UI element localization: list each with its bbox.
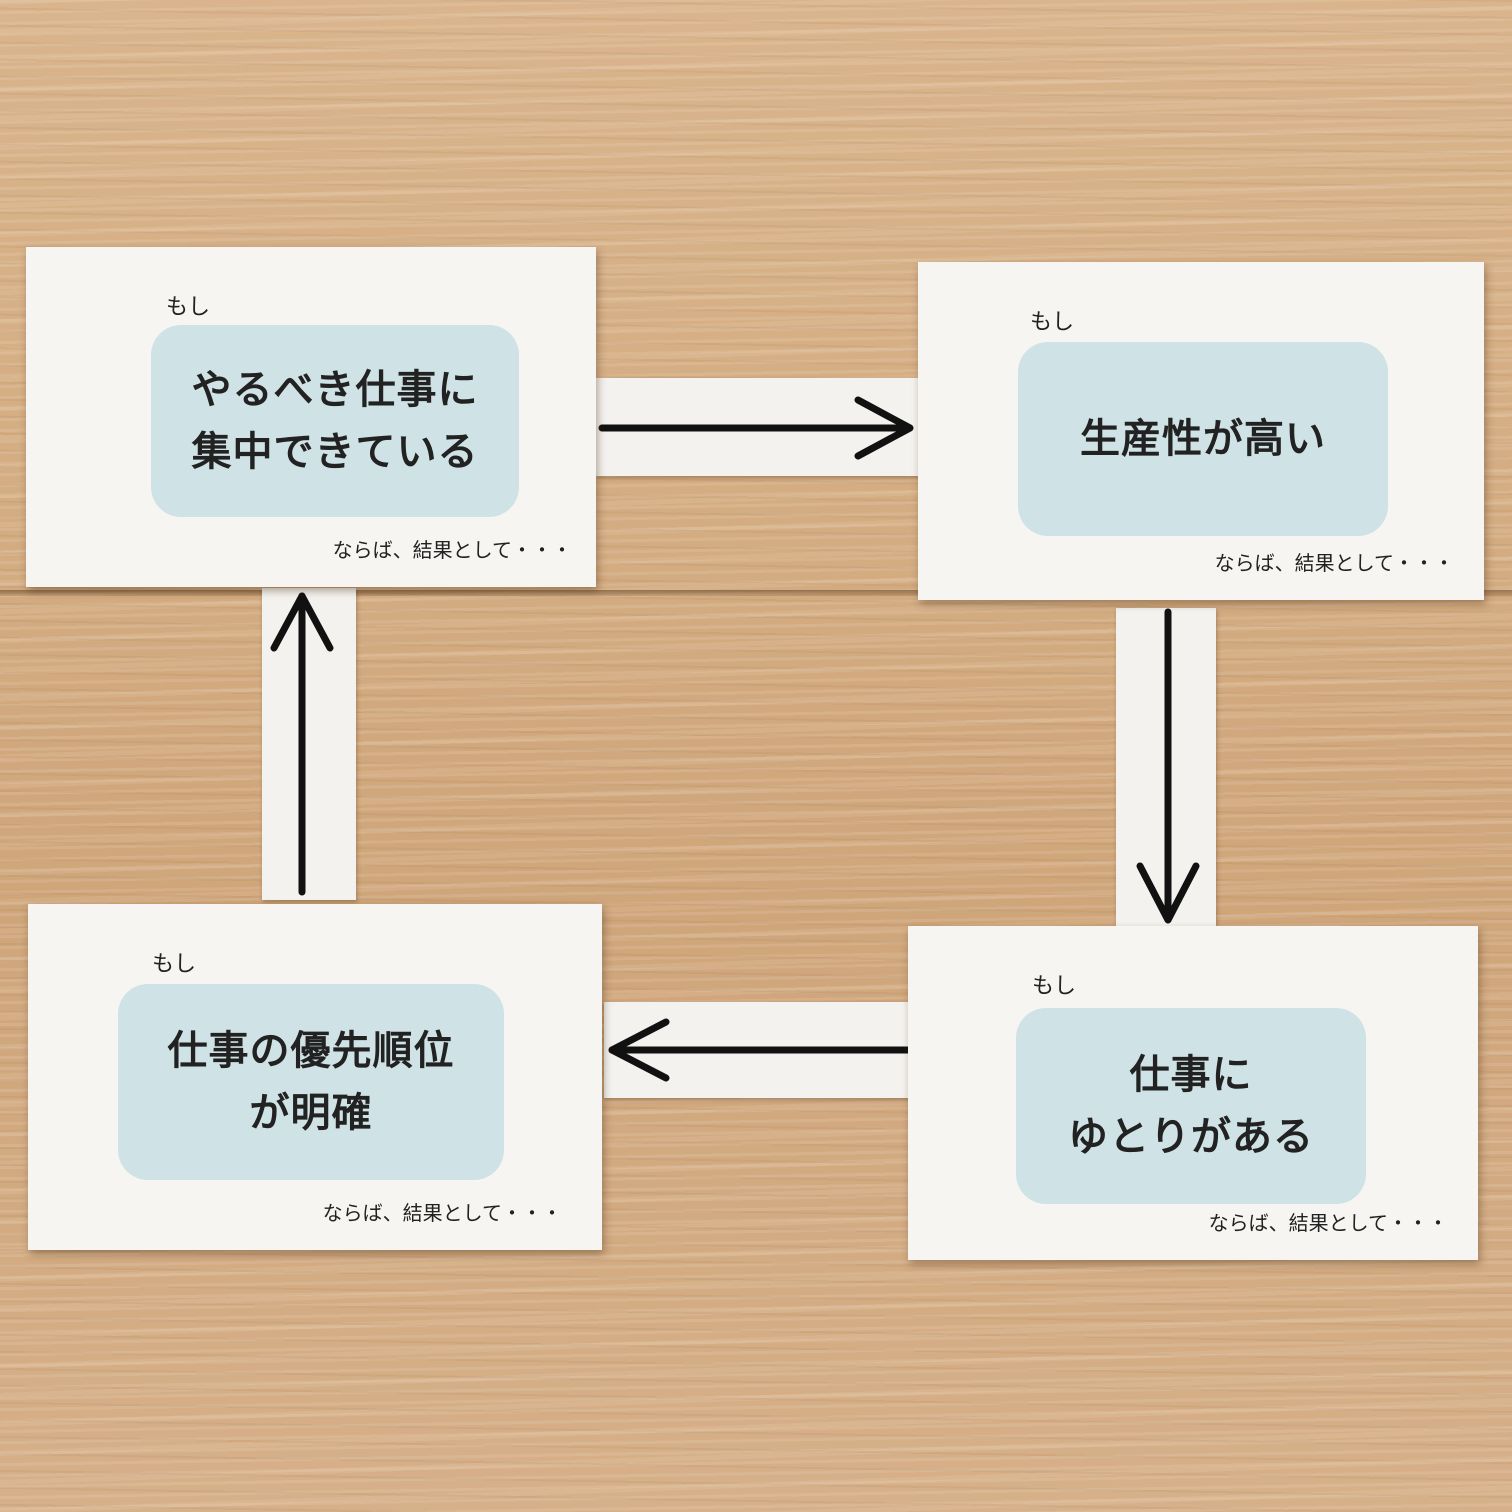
- then-label: ならば、結果として・・・: [1208, 1211, 1448, 1235]
- card-priority: もし 仕事の優先順位 が明確 ならば、結果として・・・: [28, 904, 602, 1250]
- condition-box: 仕事に ゆとりがある: [1016, 1008, 1366, 1204]
- card-focus: もし やるべき仕事に 集中できている ならば、結果として・・・: [26, 247, 596, 587]
- condition-line-2: 集中できている: [191, 429, 479, 475]
- if-label: もし: [166, 295, 211, 320]
- condition-line-2: ゆとりがある: [1068, 1114, 1314, 1160]
- condition-line-1: 生産性が高い: [1080, 416, 1326, 462]
- card-leeway: もし 仕事に ゆとりがある ならば、結果として・・・: [908, 926, 1478, 1260]
- if-label: もし: [1032, 974, 1077, 999]
- then-label: ならば、結果として・・・: [322, 1201, 562, 1225]
- arrow-strip-up: [262, 588, 356, 900]
- condition-line-1: やるべき仕事に: [191, 367, 479, 413]
- condition-line-1: 仕事の優先順位: [167, 1028, 455, 1074]
- if-label: もし: [152, 952, 197, 977]
- arrow-right-icon: [598, 396, 914, 460]
- condition-box: やるべき仕事に 集中できている: [151, 325, 519, 517]
- arrow-strip-right: [596, 378, 921, 476]
- table-seam: [0, 590, 1512, 596]
- if-label: もし: [1030, 310, 1075, 335]
- condition-line-1: 仕事に: [1129, 1052, 1253, 1098]
- condition-line-2: が明確: [249, 1090, 373, 1136]
- then-label: ならば、結果として・・・: [332, 538, 572, 562]
- arrow-down-icon: [1136, 608, 1200, 924]
- condition-box: 仕事の優先順位 が明確: [118, 984, 504, 1180]
- arrow-up-icon: [270, 592, 334, 896]
- arrow-left-icon: [608, 1018, 916, 1082]
- then-label: ならば、結果として・・・: [1214, 551, 1454, 575]
- condition-box: 生産性が高い: [1018, 342, 1388, 536]
- arrow-strip-left: [604, 1002, 916, 1098]
- arrow-strip-down: [1116, 608, 1216, 926]
- card-productivity: もし 生産性が高い ならば、結果として・・・: [918, 262, 1484, 600]
